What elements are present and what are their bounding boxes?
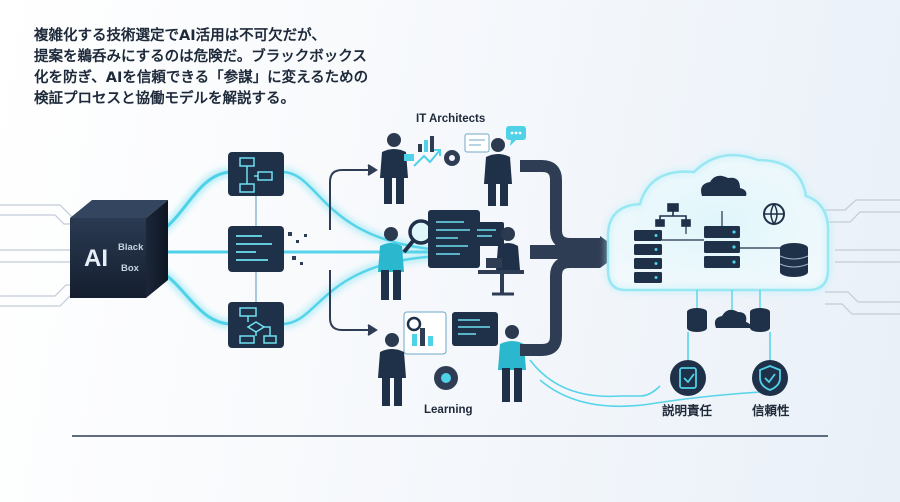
cube-ai-label: AI — [84, 245, 108, 272]
intro-line-2: 提案を鵜呑みにするのは危険だ。ブラックボックス — [34, 49, 367, 65]
code-monitor-small — [472, 222, 504, 246]
db-small-right — [750, 308, 770, 332]
clipboard-check-icon — [679, 367, 697, 389]
person-left-bottom — [378, 333, 406, 406]
learning-label: Learning — [424, 404, 473, 416]
bar-chart-icon — [418, 136, 434, 152]
database-icon — [779, 243, 809, 277]
storage-cluster — [687, 290, 770, 332]
badge-reliability: 信頼性 — [752, 360, 790, 418]
cube-box-label: Box — [121, 263, 140, 274]
cloud-small-icon — [701, 175, 747, 196]
db-small-left — [687, 308, 707, 332]
person-with-magnifier — [378, 227, 404, 300]
gear-icon — [444, 150, 460, 166]
flow-to-badges — [529, 332, 771, 407]
person-at-desk — [478, 227, 524, 296]
intro-line-4: 検証プロセスと協働モデルを解説する。 — [34, 91, 295, 107]
badge-accountability: 説明責任 — [662, 360, 713, 418]
team-analysis — [378, 210, 524, 300]
server-rack-left — [634, 230, 662, 283]
right-circuit-traces — [825, 199, 900, 315]
server-rack-center — [704, 226, 740, 268]
person-presenting — [484, 138, 512, 206]
team-learning: Learning — [378, 311, 526, 416]
intro-line-3: 化を防ぎ、AIを信頼できる「参謀」に変えるための — [34, 70, 369, 86]
intro-text: 複雑化する技術選定でAI活用は不可欠だが、 提案を鵜呑みにするのは危険だ。ブラッ… — [34, 26, 494, 110]
chat-bubble-icon — [506, 126, 526, 146]
badge-accountability-label: 説明責任 — [662, 403, 713, 418]
trend-chart-icon — [413, 149, 441, 167]
analysis-board-icon — [403, 311, 447, 355]
code-monitor-large — [428, 210, 480, 268]
flowchart-card-top — [228, 152, 284, 196]
code-card-middle — [228, 226, 307, 272]
team-it-architects: IT Architects — [380, 113, 526, 206]
person-with-tablet — [380, 133, 414, 204]
intro-line-1: 複雑化する技術選定でAI活用は不可欠だが、 — [34, 28, 326, 44]
person-right-bottom — [498, 325, 526, 402]
globe-icon — [763, 203, 785, 226]
badge-reliability-label: 信頼性 — [752, 403, 790, 418]
cloud-links — [662, 211, 780, 249]
branch-arrows — [329, 164, 378, 336]
cloud-upload-icon — [714, 309, 751, 328]
shield-check-icon — [759, 365, 781, 391]
ai-black-box-cube: AI Black Box — [70, 200, 168, 298]
learning-gear-icon — [434, 366, 458, 390]
flowchart-card-bottom — [228, 302, 284, 348]
code-board-icon — [452, 312, 498, 346]
presentation-board-icon — [464, 133, 490, 153]
it-architects-label: IT Architects — [416, 113, 485, 125]
cloud-infrastructure — [604, 151, 833, 294]
cube-black-label: Black — [118, 242, 144, 253]
merge-arrows — [520, 160, 600, 356]
